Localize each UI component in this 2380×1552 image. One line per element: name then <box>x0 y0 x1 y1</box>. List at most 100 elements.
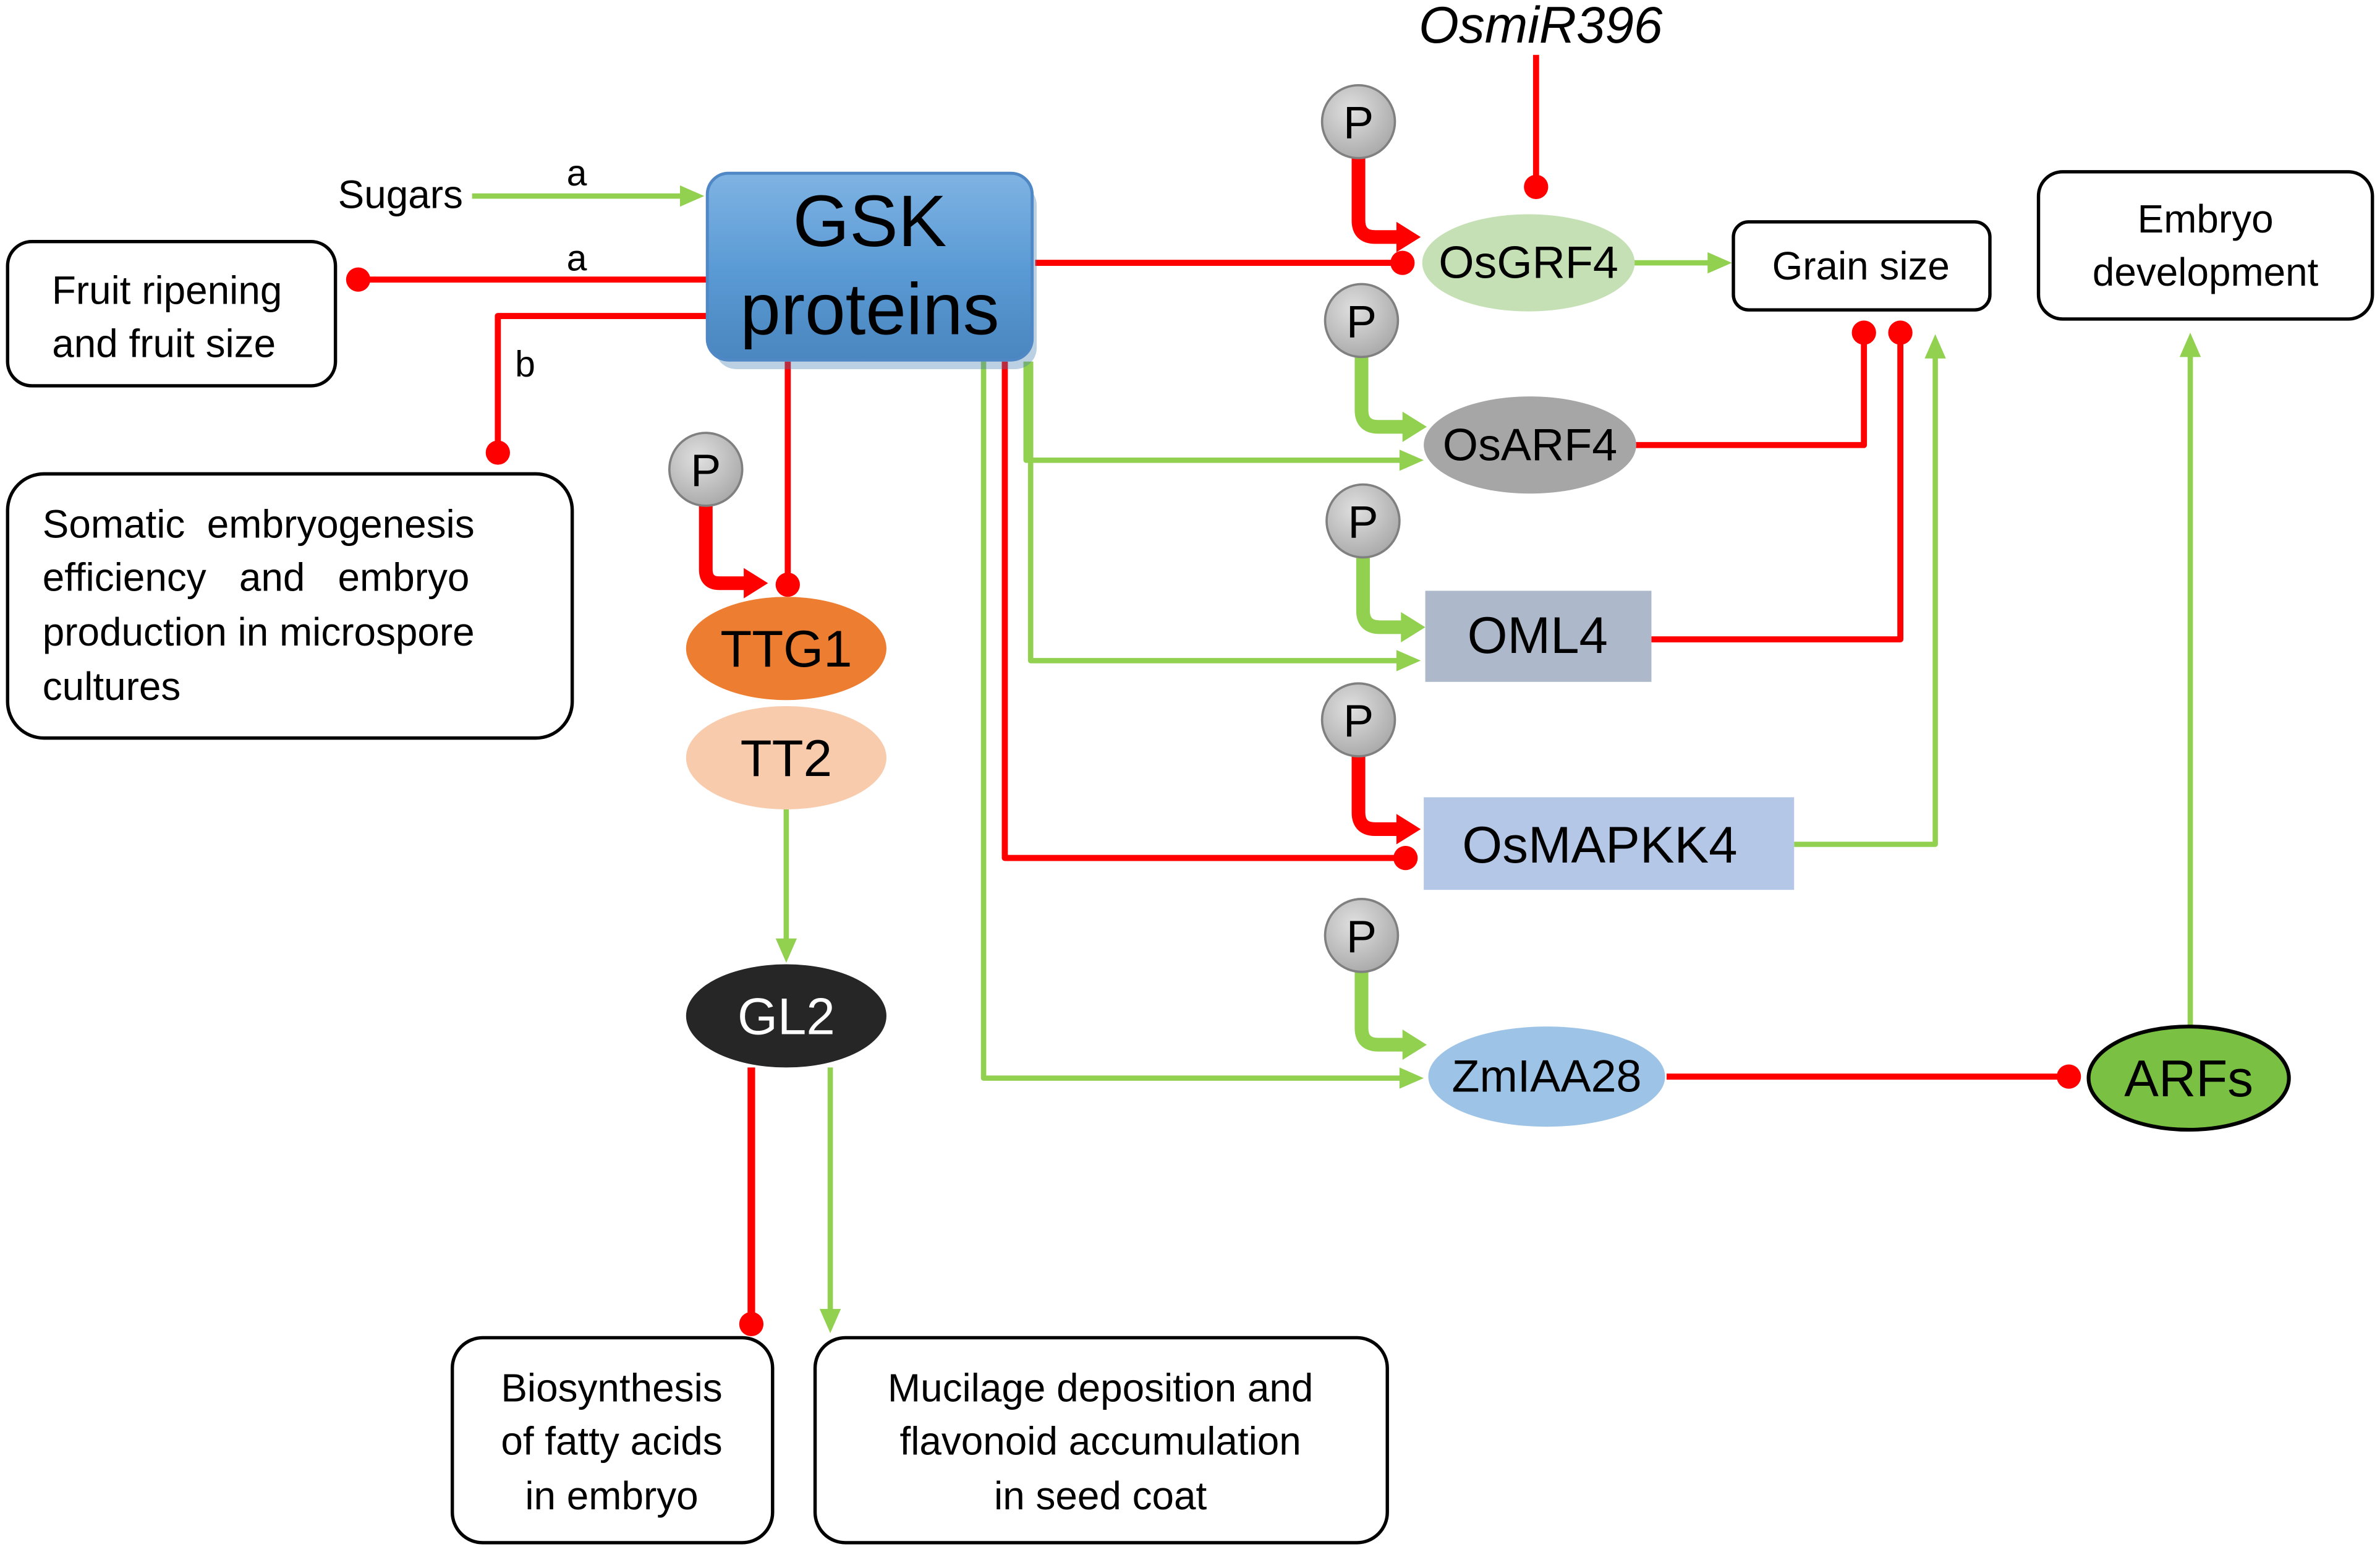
embryo-development-box: Embryo development <box>2036 170 2374 321</box>
node-tt2: TT2 <box>686 706 886 810</box>
grf4-grain-arrowhead <box>1707 252 1732 274</box>
gsk-to-arf4-arrow <box>1023 361 1403 463</box>
phospho-mapkk4-label: P <box>1343 695 1374 746</box>
tt2-gl2-arrowhead <box>775 938 797 963</box>
somatic-embryogenesis-box: Somatic embryogenesis efficiency and emb… <box>6 472 574 740</box>
phospho-arf4: P <box>1324 283 1400 359</box>
somatic-line-1: Somatic embryogenesis <box>43 502 475 547</box>
label-a-sugars: a <box>567 153 587 194</box>
gsk-oml4-arrowhead <box>1396 650 1421 672</box>
p-mapkk4-link <box>1351 754 1400 836</box>
arf4-to-grain-inhibition <box>1634 337 1868 448</box>
node-osgrf4: OsGRF4 <box>1422 214 1635 312</box>
node-osarf4: OsARF4 <box>1424 396 1636 494</box>
fatty-line-2: of fatty acids <box>501 1419 722 1464</box>
arfs-embryo-arrowhead <box>2179 333 2201 357</box>
phospho-iaa28: P <box>1324 898 1400 973</box>
mucilage-line-3: in seed coat <box>994 1473 1207 1518</box>
p-ttg1-link <box>699 504 747 591</box>
p-oml4-arrowhead <box>1401 612 1426 642</box>
node-arfs: ARFs <box>2086 1025 2291 1132</box>
ttg1-inhibition-end <box>775 572 800 597</box>
p-arf4-link <box>1354 355 1406 434</box>
phospho-grf4-label: P <box>1343 97 1374 148</box>
gl2-label: GL2 <box>737 987 835 1045</box>
node-osmapkk4: OsMAPKK4 <box>1424 797 1795 890</box>
p-grf4-arrowhead <box>1396 221 1421 252</box>
label-a-fruit: a <box>567 238 587 278</box>
node-gl2: GL2 <box>686 964 886 1068</box>
phospho-mapkk4: P <box>1320 682 1396 757</box>
fatty-line-3: in embryo <box>525 1473 698 1518</box>
phospho-ttg1: P <box>668 432 744 507</box>
p-ttg1-arrowhead <box>744 568 768 599</box>
edge-labels: a a b <box>515 153 587 385</box>
fruit-inhibition-end <box>346 267 371 292</box>
oml4-inhibition-end <box>1888 320 1913 345</box>
mucilage-line-1: Mucilage deposition and <box>888 1366 1313 1410</box>
gsk-arf4-arrowhead <box>1399 450 1424 471</box>
osarf4-label: OsARF4 <box>1443 419 1617 470</box>
mapkk4-to-grain-arrow <box>1794 355 1938 847</box>
somatic-inhibition-end <box>485 440 510 465</box>
zmiaa28-label: ZmIAA28 <box>1452 1051 1642 1102</box>
gsk-to-somatic-inhibition <box>495 313 708 453</box>
node-zmiaa28: ZmIAA28 <box>1428 1026 1665 1127</box>
somatic-line-4: cultures <box>43 664 181 709</box>
oml4-label: OML4 <box>1468 606 1608 664</box>
sugars-label: Sugars <box>338 173 463 217</box>
p-iaa28-link <box>1354 970 1406 1052</box>
phospho-iaa28-label: P <box>1346 911 1377 962</box>
p-iaa28-arrowhead <box>1402 1030 1427 1060</box>
p-grf4-link <box>1351 158 1400 244</box>
gsk-iaa28-arrowhead <box>1399 1067 1424 1089</box>
grain-size-label: Grain size <box>1772 244 1950 288</box>
node-oml4: OML4 <box>1425 591 1652 682</box>
gsk-line-1: GSK <box>793 180 946 262</box>
gsk-to-iaa28-arrow <box>980 361 1403 1081</box>
label-b-somatic: b <box>515 344 535 385</box>
somatic-line-2: efficiency and embryo <box>43 555 470 599</box>
gsk-to-oml4-arrow <box>1027 361 1400 663</box>
node-ttg1: TTG1 <box>686 597 886 701</box>
gsk-proteins-node: GSK proteins <box>705 171 1037 369</box>
fatty-acids-box: Biosynthesis of fatty acids in embryo <box>450 1336 775 1545</box>
phospho-grf4: P <box>1320 83 1396 160</box>
arf4-inhibition-end <box>1851 320 1876 345</box>
mir396-inhibition-end <box>1524 174 1549 199</box>
gl2-mucilage-arrowhead <box>819 1308 841 1334</box>
phospho-oml4: P <box>1325 483 1401 559</box>
mapkk4-grain-arrowhead <box>1924 334 1946 359</box>
fruit-ripening-box: Fruit ripening and fruit size <box>6 240 338 388</box>
phospho-markers: P P P P P P <box>668 83 1401 973</box>
embryo-line-1: Embryo <box>2138 197 2274 241</box>
grain-size-box: Grain size <box>1732 220 1992 312</box>
phospho-oml4-label: P <box>1348 497 1378 548</box>
mapkk4-inhibition-end <box>1393 845 1418 871</box>
connectors <box>346 54 2201 1337</box>
grf4-inhibition-end <box>1390 250 1415 275</box>
osmir396-label: OsmiR396 <box>1419 0 1663 54</box>
mucilage-box: Mucilage deposition and flavonoid accumu… <box>813 1336 1389 1545</box>
arfs-label: ARFs <box>2124 1049 2253 1107</box>
embryo-line-2: development <box>2093 250 2319 294</box>
fatty-inhibition-end <box>739 1311 764 1337</box>
arfs-inhibition-end <box>2057 1064 2081 1089</box>
osgrf4-label: OsGRF4 <box>1439 237 1618 288</box>
oml4-to-grain-inhibition <box>1651 337 1904 642</box>
sugars-arrowhead <box>680 185 705 207</box>
osmapkk4-label: OsMAPKK4 <box>1462 816 1737 874</box>
ttg1-label: TTG1 <box>720 620 852 678</box>
fruit-line-1: Fruit ripening <box>52 268 283 312</box>
gsk-line-2: proteins <box>740 268 999 349</box>
tt2-label: TT2 <box>741 729 832 787</box>
phospho-arf4-label: P <box>1346 296 1377 347</box>
p-mapkk4-arrowhead <box>1396 814 1421 845</box>
gsk-to-mapkk4-inhibition <box>1001 361 1403 861</box>
phospho-ttg1-label: P <box>691 445 721 496</box>
fatty-line-1: Biosynthesis <box>501 1366 722 1410</box>
p-arf4-arrowhead <box>1402 411 1427 442</box>
fruit-line-2: and fruit size <box>52 321 276 365</box>
somatic-line-3: production in microspore <box>43 610 475 654</box>
